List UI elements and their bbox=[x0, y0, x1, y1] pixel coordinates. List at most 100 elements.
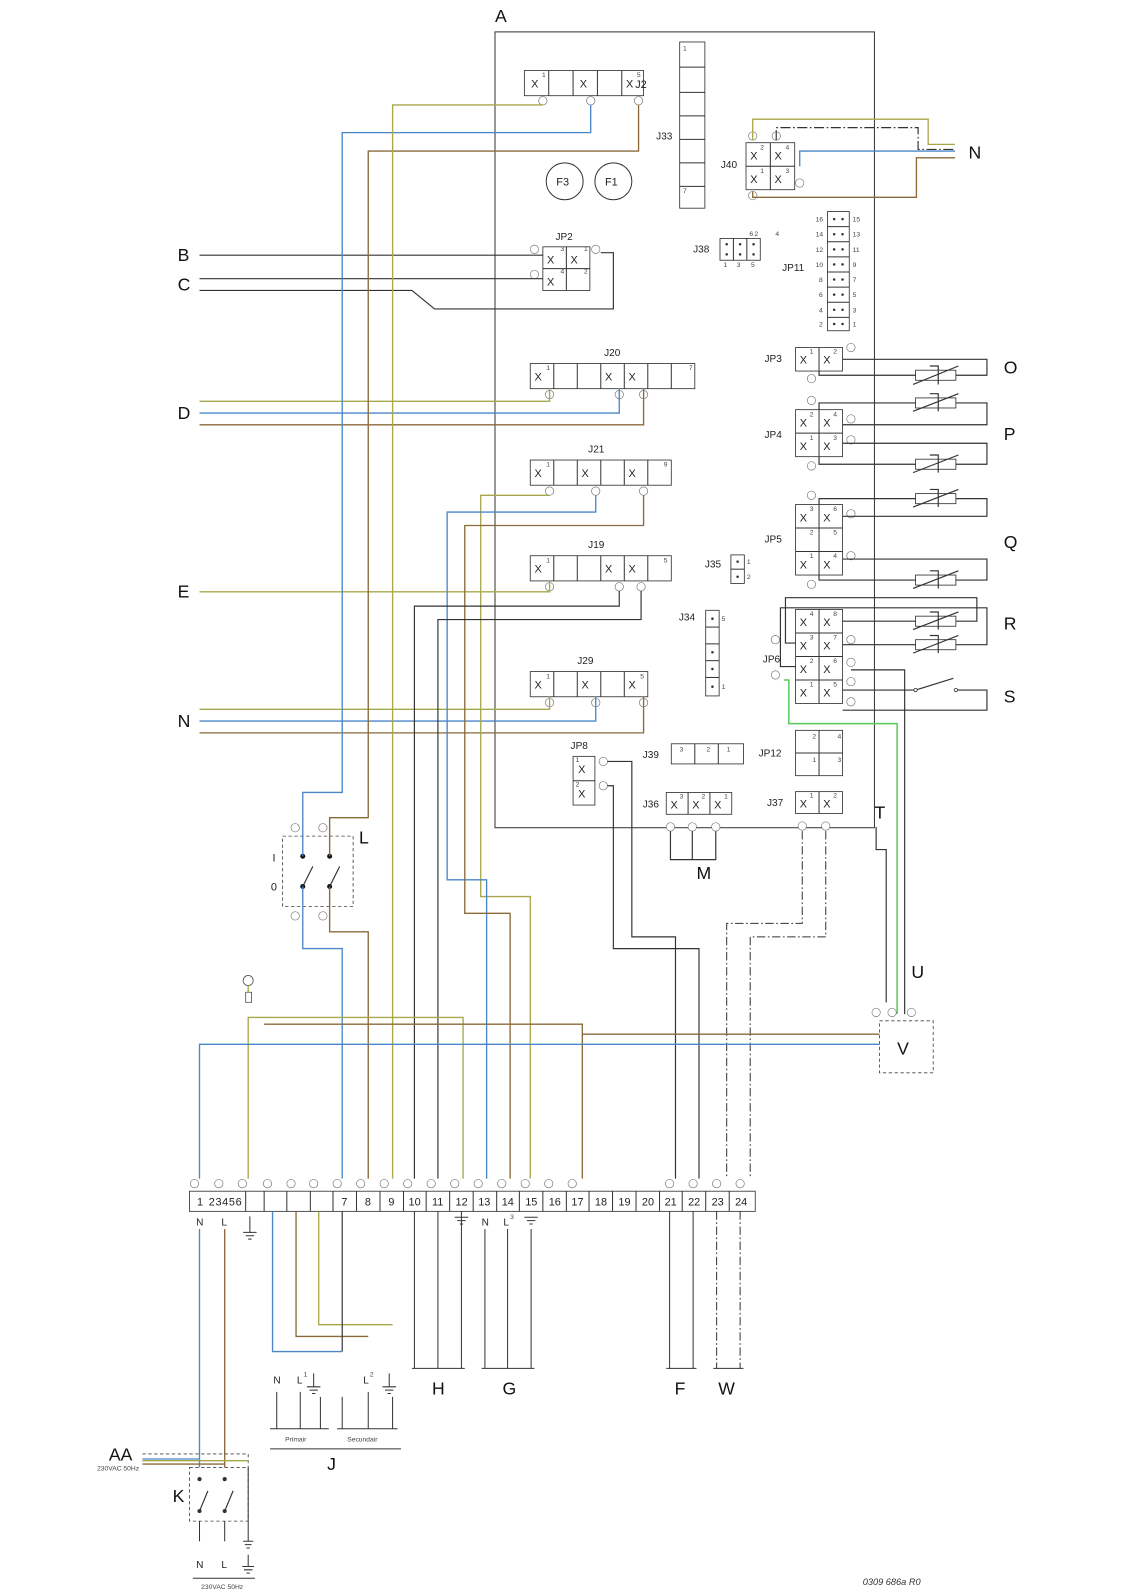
label-b: B bbox=[178, 245, 190, 265]
svg-text:X: X bbox=[800, 512, 808, 524]
block-w bbox=[713, 1211, 744, 1369]
svg-text:X: X bbox=[581, 679, 589, 691]
label-u: U bbox=[911, 962, 924, 982]
svg-text:2: 2 bbox=[833, 793, 837, 800]
svg-text:8: 8 bbox=[819, 277, 823, 284]
terminal-10: 10 bbox=[409, 1196, 421, 1208]
bridge-m bbox=[669, 831, 717, 861]
terminal-22: 22 bbox=[688, 1196, 700, 1208]
svg-text:1: 1 bbox=[722, 684, 726, 691]
svg-text:2: 2 bbox=[702, 793, 706, 800]
label-l: L bbox=[359, 828, 369, 848]
terminal-5: 5 bbox=[229, 1196, 235, 1208]
label-a: A bbox=[495, 6, 507, 26]
terminal-23: 23 bbox=[712, 1196, 724, 1208]
svg-text:3: 3 bbox=[510, 1214, 514, 1221]
svg-text:X: X bbox=[800, 617, 808, 629]
svg-text:4: 4 bbox=[775, 231, 779, 238]
switch-l: I 0 bbox=[271, 823, 354, 921]
terminal-3: 3 bbox=[215, 1196, 221, 1208]
terminal-19: 19 bbox=[618, 1196, 630, 1208]
svg-text:X: X bbox=[823, 664, 831, 676]
jp11-label: JP11 bbox=[782, 263, 805, 274]
label-m: M bbox=[696, 863, 711, 883]
svg-text:5: 5 bbox=[833, 682, 837, 689]
jp4-label: JP4 bbox=[764, 430, 782, 441]
strip-pin-markers bbox=[189, 1179, 745, 1189]
svg-text:X: X bbox=[670, 799, 678, 811]
drawing-reference: 0309 686a R0 bbox=[863, 1577, 922, 1587]
terminal-12: 12 bbox=[456, 1196, 468, 1208]
svg-text:3: 3 bbox=[680, 746, 684, 753]
svg-text:6: 6 bbox=[833, 506, 837, 513]
svg-text:1: 1 bbox=[546, 673, 550, 680]
svg-text:X: X bbox=[578, 789, 586, 801]
svg-text:1: 1 bbox=[810, 553, 814, 560]
terminal-8: 8 bbox=[365, 1196, 371, 1208]
svg-text:1: 1 bbox=[584, 246, 588, 253]
svg-text:X: X bbox=[626, 78, 634, 90]
svg-text:X: X bbox=[531, 78, 539, 90]
terminal-24: 24 bbox=[735, 1196, 747, 1208]
earth-clamp bbox=[242, 975, 254, 1003]
svg-text:1: 1 bbox=[747, 559, 751, 566]
svg-text:7: 7 bbox=[853, 277, 857, 284]
svg-text:X: X bbox=[628, 564, 636, 576]
svg-text:X: X bbox=[823, 354, 831, 366]
label-r: R bbox=[1004, 614, 1017, 634]
svg-text:X: X bbox=[547, 255, 555, 267]
j36-label: J36 bbox=[643, 800, 660, 811]
connector-j33: 17 J33 bbox=[656, 41, 706, 209]
svg-text:X: X bbox=[692, 799, 700, 811]
device-v: V bbox=[871, 1007, 934, 1074]
terminal-14: 14 bbox=[502, 1196, 514, 1208]
svg-text:X: X bbox=[800, 354, 808, 366]
label-n-left: N bbox=[178, 711, 191, 731]
svg-text:16: 16 bbox=[816, 217, 824, 224]
sensor-q bbox=[818, 488, 988, 590]
label-p: P bbox=[1004, 424, 1016, 444]
svg-text:X: X bbox=[628, 371, 636, 383]
svg-text:3: 3 bbox=[838, 757, 842, 764]
j20-label: J20 bbox=[604, 348, 621, 359]
j19-label: J19 bbox=[588, 540, 605, 551]
svg-text:7: 7 bbox=[683, 188, 687, 195]
svg-text:L: L bbox=[503, 1218, 509, 1229]
svg-text:N: N bbox=[482, 1218, 489, 1229]
svg-text:7: 7 bbox=[689, 365, 693, 372]
svg-text:15: 15 bbox=[853, 217, 861, 224]
svg-text:X: X bbox=[823, 559, 831, 571]
svg-text:1: 1 bbox=[760, 168, 764, 175]
svg-text:5: 5 bbox=[637, 72, 641, 79]
mains-supply-aa bbox=[142, 1453, 249, 1468]
svg-text:9: 9 bbox=[853, 262, 857, 269]
svg-text:10: 10 bbox=[816, 262, 824, 269]
connector-j35: 12 J35 bbox=[705, 554, 751, 584]
terminal-11: 11 bbox=[432, 1196, 443, 1208]
svg-text:7: 7 bbox=[833, 635, 837, 642]
label-e: E bbox=[178, 582, 190, 602]
label-h: H bbox=[432, 1378, 445, 1398]
svg-text:6: 6 bbox=[749, 231, 753, 238]
terminal-9: 9 bbox=[388, 1196, 394, 1208]
jp8-label: JP8 bbox=[571, 741, 589, 752]
svg-text:X: X bbox=[750, 174, 758, 186]
svg-text:2: 2 bbox=[584, 269, 588, 276]
svg-text:1: 1 bbox=[542, 72, 546, 79]
j29-label: J29 bbox=[577, 656, 594, 667]
svg-text:3: 3 bbox=[680, 793, 684, 800]
svg-text:X: X bbox=[628, 679, 636, 691]
svg-text:X: X bbox=[800, 799, 808, 811]
svg-text:5: 5 bbox=[722, 616, 726, 623]
voltage-top: 230VAC 50Hz bbox=[97, 1466, 140, 1473]
wires-j40-to-n bbox=[752, 118, 956, 198]
svg-text:8: 8 bbox=[833, 611, 837, 618]
svg-text:X: X bbox=[605, 371, 613, 383]
